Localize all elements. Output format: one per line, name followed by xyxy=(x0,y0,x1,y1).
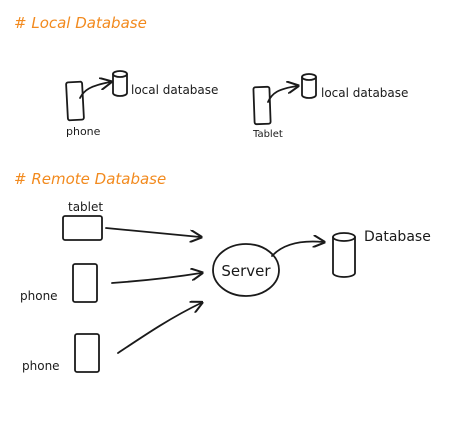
tablet-device-remote xyxy=(62,215,103,241)
server-to-database-arrow xyxy=(271,242,323,257)
local-database-cylinder-left xyxy=(112,70,128,97)
local-database-label-right: local database xyxy=(321,86,408,100)
tablet-label-remote: tablet xyxy=(68,200,103,214)
tablet-label-local: Tablet xyxy=(252,129,283,140)
server-label: Server xyxy=(221,262,271,280)
remote-database-heading: # Remote Database xyxy=(14,170,166,188)
phone-label-remote-2: phone xyxy=(22,359,60,373)
tablet-to-local-db-arrow xyxy=(267,86,297,103)
local-database-cylinder-right xyxy=(301,73,317,99)
phone-device-remote-1 xyxy=(72,263,98,303)
phone-label: phone xyxy=(66,125,101,138)
remote-database-label: Database xyxy=(364,229,431,245)
phone-label-remote-1: phone xyxy=(20,289,58,303)
remote-database-cylinder xyxy=(332,232,356,278)
server-node xyxy=(212,243,280,297)
local-database-label-left: local database xyxy=(131,83,218,97)
local-database-heading: # Local Database xyxy=(14,14,147,32)
phone-device-remote-2 xyxy=(74,333,100,373)
phone-device-shape xyxy=(65,80,85,122)
phone1-to-server-arrow xyxy=(111,273,201,284)
phone2-to-server-arrow xyxy=(117,303,201,354)
local-group-right: Tablet local database xyxy=(252,73,408,140)
phone-to-local-db-arrow xyxy=(79,82,110,99)
tablet-device-shape xyxy=(252,85,272,126)
local-group-left: phone local database xyxy=(65,70,218,138)
tablet-to-server-arrow xyxy=(105,227,200,237)
